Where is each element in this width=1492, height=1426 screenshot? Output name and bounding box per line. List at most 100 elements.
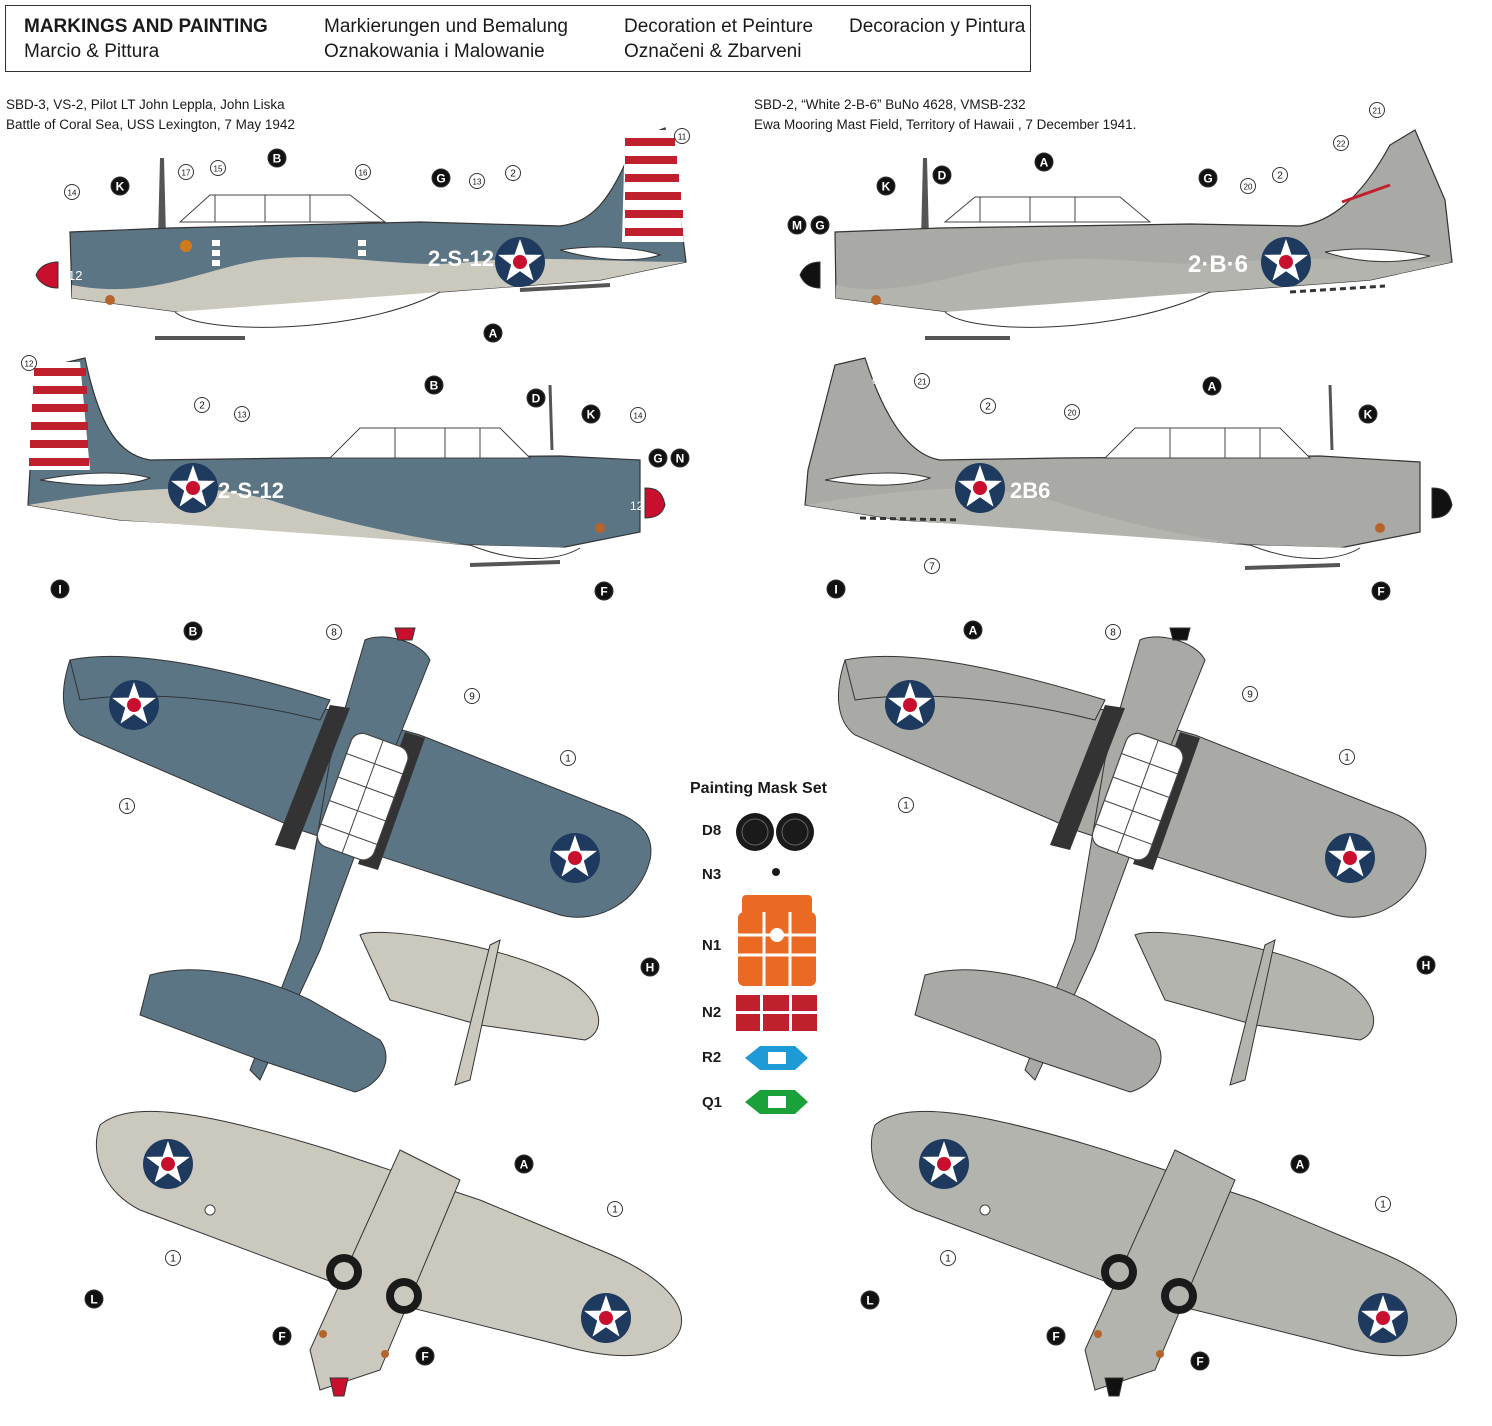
left-code-1: 2-S-12 (428, 246, 494, 271)
callout-bubble (424, 375, 444, 395)
mask-label-n3: N3 (702, 866, 722, 883)
callout-letter: F (1052, 1330, 1059, 1344)
callout-bubble (267, 148, 287, 168)
callout-bubble (1333, 135, 1349, 151)
title-it: Marcio & Pittura (24, 41, 160, 62)
title-box (5, 5, 1031, 72)
callout-bubble (469, 173, 485, 189)
title-es: Decoracion y Pintura (849, 16, 1026, 37)
left-code-2: 2-S-12 (218, 478, 284, 503)
callout-bubble (1272, 167, 1288, 183)
callout-bubble (898, 797, 914, 813)
callout-bubble (119, 798, 135, 814)
callout-number: 9 (1247, 690, 1253, 701)
callout-bubble (1064, 404, 1080, 420)
callout-number: 22 (1337, 140, 1346, 149)
callout-bubble (326, 624, 342, 640)
callout-number: 14 (68, 189, 77, 198)
callout-bubble (355, 164, 371, 180)
callout-number: 12 (25, 360, 34, 369)
callout-letter: L (90, 1293, 97, 1307)
callout-number: 17 (182, 169, 191, 178)
callout-bubble (560, 750, 576, 766)
callout-number: 9 (469, 692, 475, 703)
callout-bubble (940, 1250, 956, 1266)
callout-number: 1 (124, 802, 130, 813)
left-caption-2: Battle of Coral Sea, USS Lexington, 7 Ma… (6, 117, 295, 132)
callout-number: 8 (1110, 628, 1116, 639)
callout-bubble (640, 957, 660, 977)
callout-bubble (648, 448, 668, 468)
callout-bubble (963, 620, 983, 640)
callout-bubble (1242, 686, 1258, 702)
callout-number: 20 (1244, 183, 1253, 192)
callout-letter: K (882, 180, 891, 194)
right-caption-1: SBD-2, “White 2-B-6” BuNo 4628, VMSB-232 (754, 97, 1026, 112)
callout-bubble (514, 1154, 534, 1174)
callout-bubble (1202, 376, 1222, 396)
right-fin-number-1: 6 (1375, 150, 1381, 161)
callout-letter: A (489, 327, 498, 341)
callout-bubble (1290, 1154, 1310, 1174)
callout-number: 20 (1068, 409, 1077, 418)
right-code-2: 2B6 (1010, 478, 1050, 503)
title-de: Markierungen und Bemalung (324, 16, 568, 37)
callout-letter: M (792, 219, 802, 233)
callout-bubble (464, 688, 480, 704)
callout-bubble (84, 1289, 104, 1309)
callout-letter: B (430, 379, 439, 393)
callout-number: 1 (903, 801, 909, 812)
callout-bubble (64, 184, 80, 200)
callout-bubble (674, 128, 690, 144)
callout-bubble (1105, 624, 1121, 640)
callout-bubble (1375, 1196, 1391, 1212)
callout-bubble (670, 448, 690, 468)
callout-bubble (178, 164, 194, 180)
callout-number: 21 (918, 378, 927, 387)
mask-set-title: Painting Mask Set (690, 780, 827, 797)
callout-number: 2 (985, 402, 991, 413)
callout-letter: F (278, 1330, 285, 1344)
left-plan-lower (95, 931, 682, 1397)
callout-bubble (826, 579, 846, 599)
callout-letter: N (676, 452, 685, 466)
callout-bubble (1358, 404, 1378, 424)
callout-number: 15 (214, 165, 223, 174)
callout-bubble (1369, 102, 1385, 118)
callout-number: 7 (929, 562, 935, 573)
mask-label-d8: D8 (702, 822, 722, 839)
title-fr: Decoration et Peinture (624, 16, 814, 37)
title-en: MARKINGS AND PAINTING (24, 16, 268, 37)
callout-letter: A (520, 1158, 529, 1172)
callout-bubble (483, 323, 503, 343)
callout-letter: F (421, 1350, 428, 1364)
callout-number: 1 (945, 1254, 951, 1265)
callout-number: 14 (634, 412, 643, 421)
callout-letter: G (436, 172, 445, 186)
callout-bubble (1339, 749, 1355, 765)
callout-number: 13 (473, 178, 482, 187)
right-side-view-1: 2·B·6 6 (799, 129, 1453, 340)
callout-letter: G (653, 452, 662, 466)
callout-number: 8 (331, 628, 337, 639)
callout-bubble (1416, 955, 1436, 975)
callout-bubble (50, 579, 70, 599)
callout-letter: A (1208, 380, 1217, 394)
mask-icons (736, 813, 817, 1114)
right-side-view-2: 2B6 6 (804, 357, 1453, 570)
callout-letter: L (866, 1294, 873, 1308)
right-plan-upper (837, 627, 1427, 1093)
callout-bubble (210, 160, 226, 176)
callout-bubble (1034, 152, 1054, 172)
callout-bubble (194, 397, 210, 413)
callout-bubble (914, 373, 930, 389)
callout-bubble (234, 406, 250, 422)
callout-number: 1 (612, 1205, 618, 1216)
right-plan-lower (870, 931, 1457, 1397)
callout-letter: A (1040, 156, 1049, 170)
callout-letter: D (532, 392, 541, 406)
callout-bubble (787, 215, 807, 235)
callout-bubble (980, 398, 996, 414)
callout-letter: A (969, 624, 978, 638)
